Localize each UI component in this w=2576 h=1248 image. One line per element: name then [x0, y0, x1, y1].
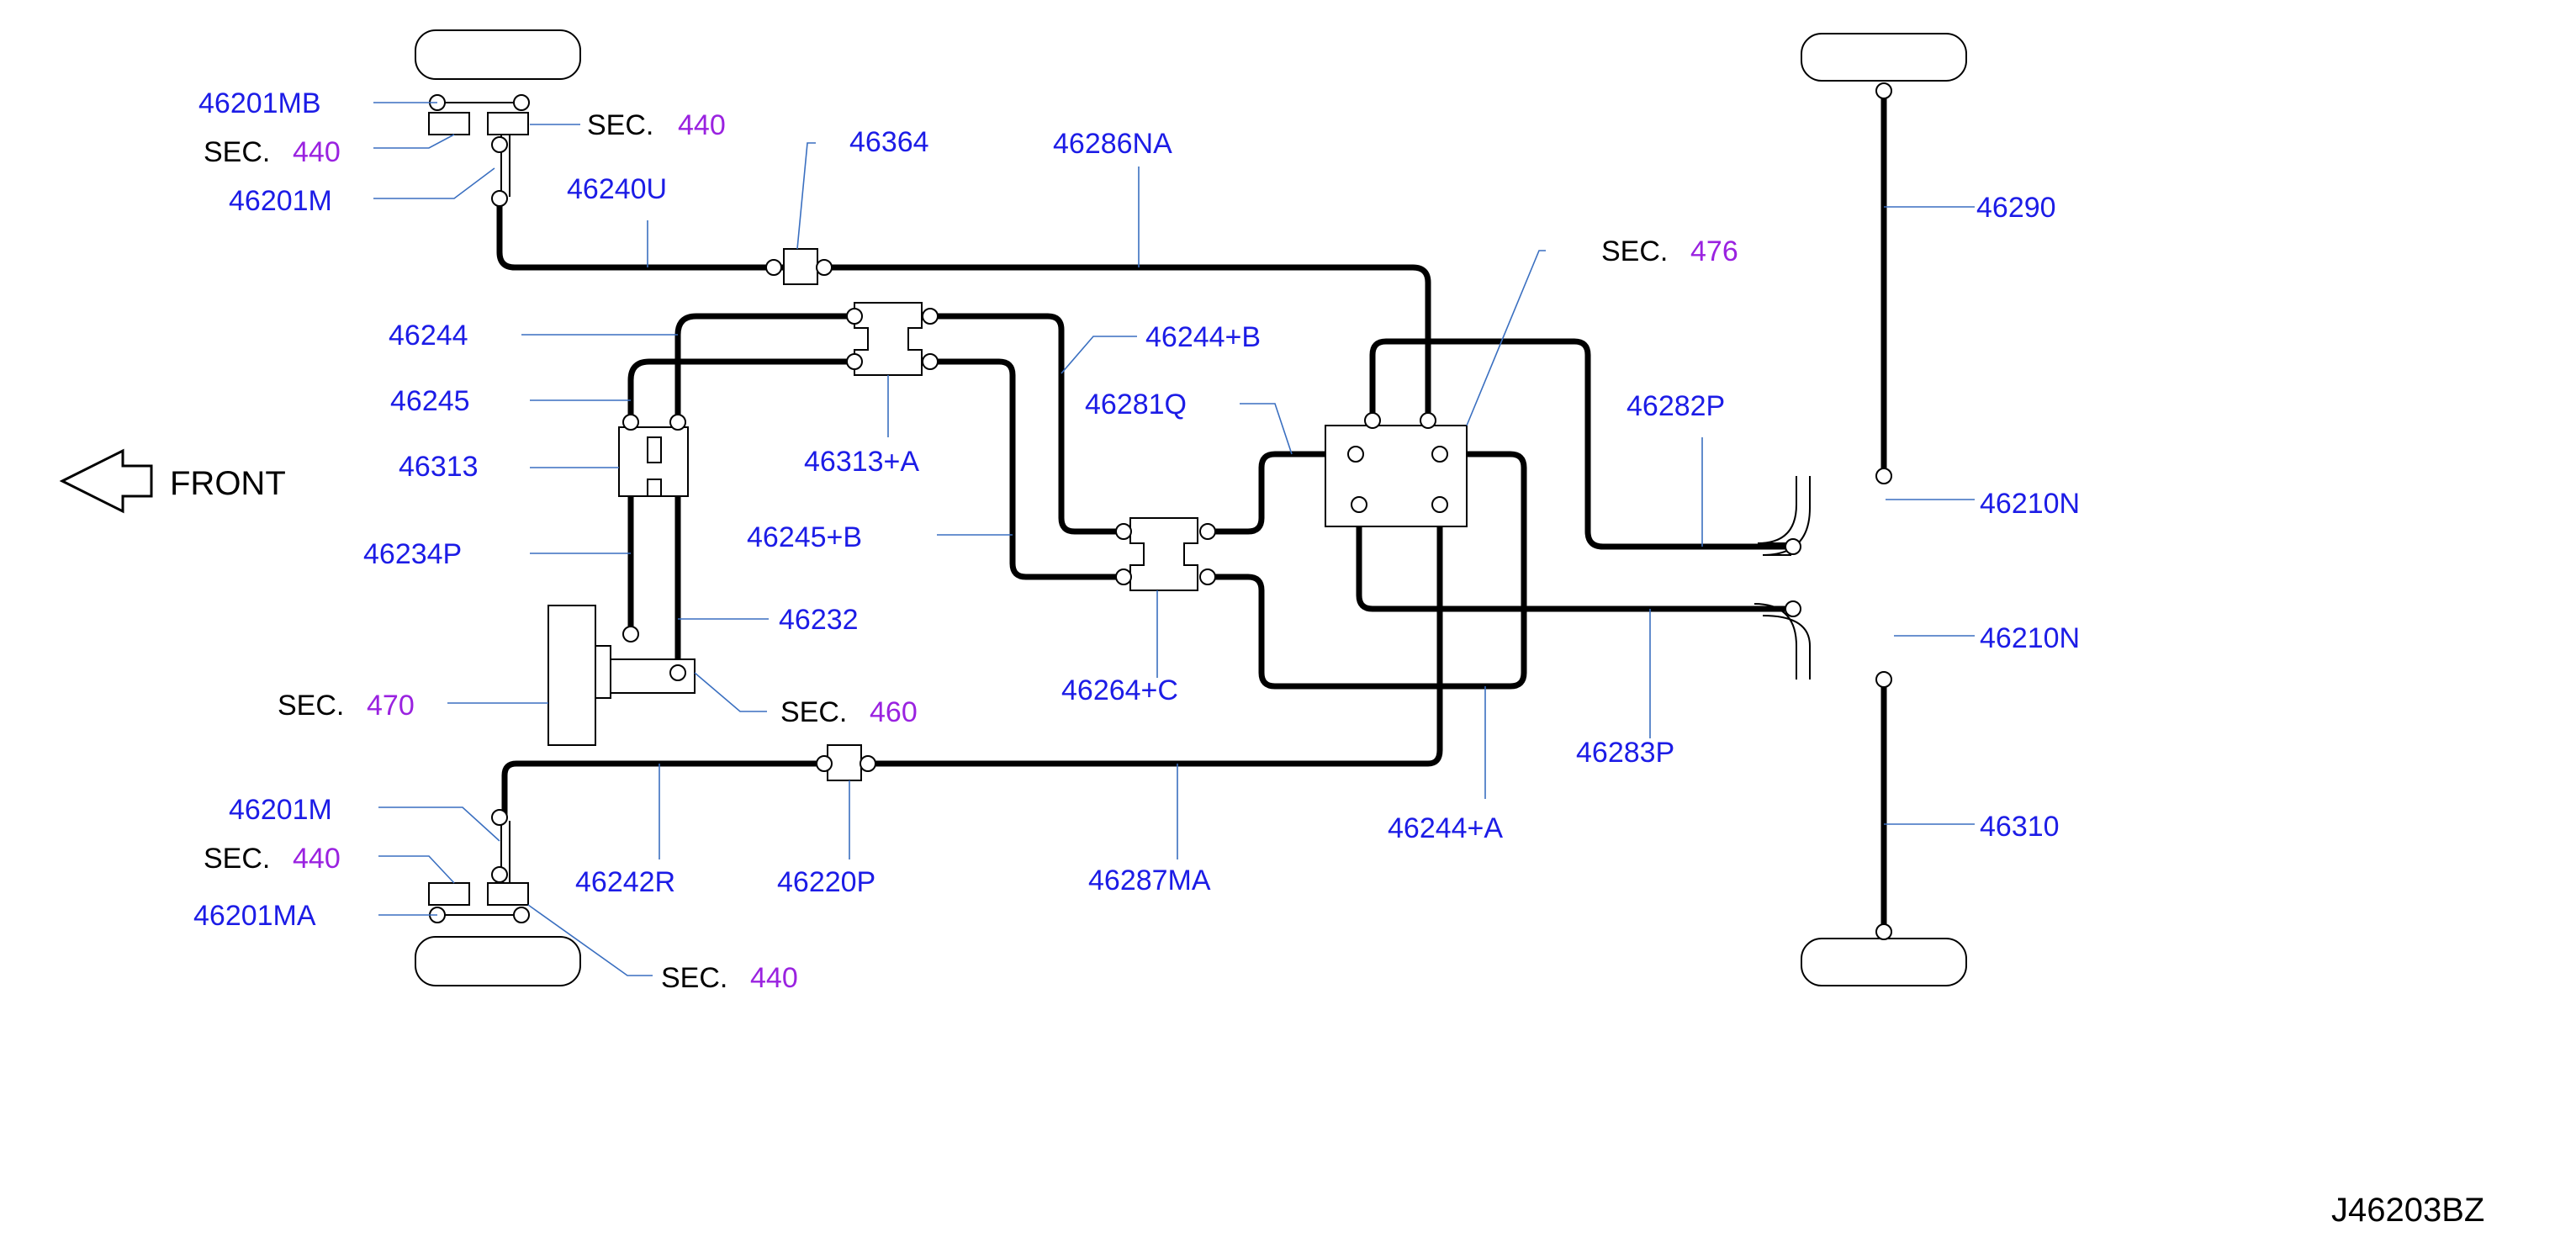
label-46364: 46364 [849, 126, 929, 158]
label-46313: 46313 [399, 451, 479, 483]
sec-ref-440-c: SEC. 440 [204, 843, 341, 875]
label-46313-a: 46313+A [804, 446, 919, 478]
wheel-front-left [415, 29, 581, 80]
label-46201ma: 46201MA [193, 900, 316, 932]
svg-text:SEC.: SEC. [661, 962, 727, 994]
svg-text:440: 440 [293, 136, 341, 168]
svg-text:SEC.: SEC. [1601, 235, 1668, 267]
sec-ref-440-b: SEC. 440 [204, 136, 341, 168]
wheels [415, 29, 1967, 986]
junction-46313-a [854, 302, 923, 376]
label-46264-c: 46264+C [1061, 674, 1178, 706]
svg-text:476: 476 [1690, 235, 1738, 267]
master-cylinder [547, 426, 696, 746]
label-46201m-rear: 46201M [229, 794, 332, 826]
connector-46220p [827, 744, 862, 781]
wheel-front-right [1801, 33, 1967, 82]
svg-text:SEC.: SEC. [780, 696, 847, 728]
label-46245: 46245 [390, 385, 470, 417]
label-46234p: 46234P [363, 538, 462, 570]
label-46242r: 46242R [575, 866, 675, 898]
sec-ref-440-d: SEC. 440 [661, 962, 798, 994]
label-46240u: 46240U [567, 173, 667, 205]
label-46282p: 46282P [1627, 390, 1725, 422]
label-46244-a: 46244+A [1388, 812, 1503, 844]
rear-left-hose-assembly [428, 821, 529, 916]
label-46287ma: 46287MA [1088, 865, 1211, 896]
part-labels: 46201MB 46201M 46240U 46364 46286NA 4629… [193, 87, 2080, 932]
label-46244: 46244 [389, 320, 468, 352]
junction-blocks [783, 248, 1468, 781]
label-46244-b: 46244+B [1145, 321, 1261, 353]
right-hose-bends [1753, 476, 1811, 680]
label-46245-b: 46245+B [747, 521, 862, 553]
label-46210n-upper: 46210N [1980, 488, 2080, 520]
label-46201m-front: 46201M [229, 185, 332, 217]
label-46220p: 46220P [777, 866, 875, 898]
svg-text:440: 440 [750, 962, 798, 994]
label-46310: 46310 [1980, 811, 2060, 843]
sec-ref-476: SEC. 476 [1601, 235, 1738, 267]
svg-text:SEC.: SEC. [204, 136, 270, 168]
svg-text:SEC.: SEC. [204, 843, 270, 875]
actuator-476 [1325, 425, 1468, 527]
label-46201mb: 46201MB [198, 87, 321, 119]
arrow-left-icon [59, 448, 153, 514]
label-46281q: 46281Q [1085, 389, 1187, 420]
junction-46264-c [1129, 517, 1198, 591]
wheel-rear-left [415, 936, 581, 986]
svg-text:SEC.: SEC. [278, 690, 344, 722]
label-46290: 46290 [1976, 192, 2056, 224]
svg-text:440: 440 [293, 843, 341, 875]
label-46232: 46232 [779, 604, 859, 636]
brake-pipes [496, 87, 1887, 935]
sec-ref-460: SEC. 460 [780, 696, 918, 728]
sec-ref-470: SEC. 470 [278, 690, 415, 722]
svg-text:SEC.: SEC. [587, 109, 653, 141]
pipe-nodes [429, 82, 1892, 940]
svg-text:440: 440 [678, 109, 726, 141]
front-label: FRONT [170, 465, 286, 502]
svg-text:460: 460 [870, 696, 918, 728]
diagram-code: J46203BZ [2331, 1192, 2484, 1229]
svg-text:470: 470 [367, 690, 415, 722]
label-46286na: 46286NA [1053, 128, 1172, 160]
wheel-rear-right [1801, 938, 1967, 986]
leader-lines [373, 102, 1975, 976]
front-left-hose-assembly [428, 102, 529, 197]
section-references: SEC. 440 SEC. 440 SEC. 476 SEC. 470 SEC.… [204, 109, 1738, 994]
front-indicator: FRONT [59, 448, 286, 514]
label-46210n-lower: 46210N [1980, 622, 2080, 654]
sec-ref-440-a: SEC. 440 [587, 109, 726, 141]
label-46283p: 46283P [1576, 737, 1674, 769]
connector-46364 [783, 248, 818, 285]
